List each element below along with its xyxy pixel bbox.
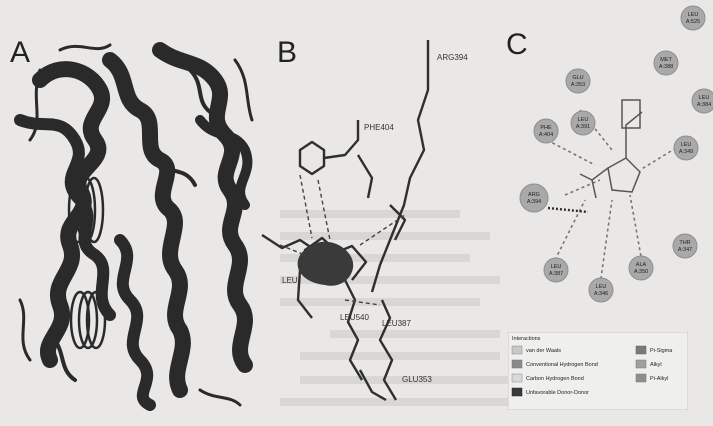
legend-label-conventional-hbond: Conventional Hydrogen Bond [526, 362, 598, 368]
node-num-leu-346: A:346 [594, 291, 608, 297]
legend-label-alkyl: Alkyl [650, 362, 662, 368]
node-leu-391 [571, 111, 595, 135]
legend-label-carbon-hbond: Carbon Hydrogen Bond [526, 376, 584, 382]
node-num-thr-347: A:347 [678, 247, 692, 253]
node-leu-525 [681, 6, 705, 30]
node-glu-353 [566, 69, 590, 93]
node-name-leu-346: LEU [596, 284, 607, 290]
node-leu-387 [544, 258, 568, 282]
legend-item-vdw: van der Waals [512, 346, 561, 354]
node-leu-346 [589, 278, 613, 302]
node-num-leu-349: A:349 [679, 149, 693, 155]
node-name-phe-404: PHE [540, 125, 552, 131]
node-met-388 [654, 51, 678, 75]
node-leu-349 [674, 136, 698, 160]
node-name-thr-347: THR [679, 240, 690, 246]
legend-label-vdw: van der Waals [526, 348, 561, 354]
legend-item-pi-sigma: Pi-Sigma [636, 346, 673, 354]
legend-label-pi-alkyl: Pi-Alkyl [650, 376, 668, 382]
node-num-met-388: A:388 [659, 64, 673, 70]
node-num-leu-387: A:387 [549, 271, 563, 277]
node-num-ala-350: A:350 [634, 269, 648, 275]
interaction-legend: Interactions van der Waals Conventional … [508, 332, 688, 410]
node-num-leu-391: A:391 [576, 124, 590, 130]
node-name-leu-349: LEU [681, 142, 692, 148]
legend-label-pi-sigma: Pi-Sigma [650, 348, 673, 354]
node-ala-350 [629, 256, 653, 280]
node-arg-394 [520, 184, 548, 212]
node-phe-404 [534, 119, 558, 143]
node-name-leu-525: LEU [688, 12, 699, 18]
node-name-leu-384: LEU [699, 95, 710, 101]
node-leu-384 [692, 89, 713, 113]
node-name-glu-353: GLU [572, 75, 583, 81]
node-name-ala-350: ALA [636, 262, 647, 268]
legend-label-unfavorable: Unfavorable Donor-Donor [526, 390, 589, 396]
node-name-leu-391: LEU [578, 117, 589, 123]
legend-item-pi-alkyl: Pi-Alkyl [636, 374, 668, 382]
node-name-arg-394: ARG [528, 192, 540, 198]
node-name-met-388: MET [660, 57, 672, 63]
node-thr-347 [673, 234, 697, 258]
node-num-leu-525: A:525 [686, 19, 700, 25]
node-num-leu-384: A:384 [697, 102, 711, 108]
node-num-glu-353: A:353 [571, 82, 585, 88]
legend-title: Interactions [512, 336, 541, 342]
node-num-phe-404: A:404 [539, 132, 553, 138]
node-num-arg-394: A:394 [527, 199, 541, 205]
node-name-leu-387: LEU [551, 264, 562, 270]
